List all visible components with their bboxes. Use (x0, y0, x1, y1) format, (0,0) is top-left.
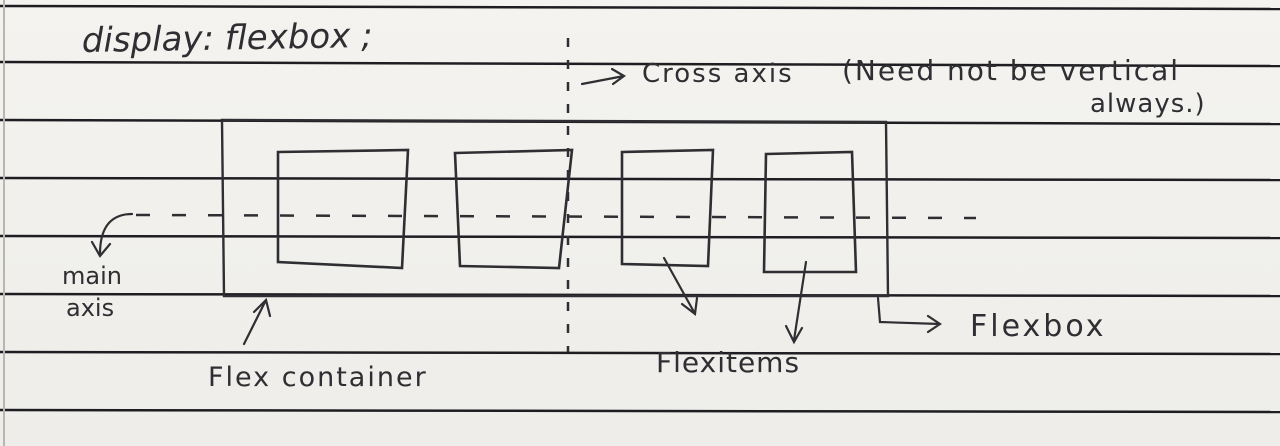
flex-item-arrow-icon (662, 256, 699, 317)
flexbox-arrow-icon (876, 296, 942, 334)
flex-container-label: Flex container (208, 362, 428, 393)
flex-item (620, 148, 715, 268)
flexbox-label: Flexbox (970, 309, 1107, 344)
main-axis-label-line2: axis (66, 294, 114, 322)
cross-axis-label: Cross axis (642, 59, 794, 89)
main-axis-arrow-icon (90, 212, 134, 258)
flex-items-label: Flexitems (656, 346, 800, 379)
flex-item (762, 150, 858, 274)
main-axis-annotation: main axis (62, 212, 134, 322)
title-text: display: flexbox ; (81, 16, 372, 61)
ruled-line (0, 4, 1280, 11)
cross-axis-note-line2: always.) (1090, 89, 1206, 119)
cross-axis-annotation: Cross axis (Need not be vertical always.… (580, 54, 1206, 119)
ruled-line (0, 234, 1280, 240)
ruled-line (0, 350, 1280, 356)
flex-container-annotation: Flex container (208, 297, 428, 393)
flex-items-annotation: Flexitems (656, 256, 808, 379)
flex-container-box (220, 118, 890, 298)
main-axis-line (135, 213, 977, 220)
cross-axis-arrow-icon (580, 67, 627, 86)
flex-item (276, 148, 410, 270)
flex-item-arrow-icon (784, 260, 808, 345)
cross-axis-note-line1: (Need not be vertical (842, 54, 1180, 87)
flex-items (276, 148, 858, 274)
flexbox-annotation: Flexbox (876, 296, 1107, 344)
main-axis-label-line1: main (62, 262, 122, 290)
ruled-line (0, 60, 1280, 68)
ruled-line (0, 408, 1280, 414)
ruled-line (0, 176, 1280, 182)
flex-container-arrow-icon (242, 297, 272, 346)
flex-item (453, 148, 574, 270)
